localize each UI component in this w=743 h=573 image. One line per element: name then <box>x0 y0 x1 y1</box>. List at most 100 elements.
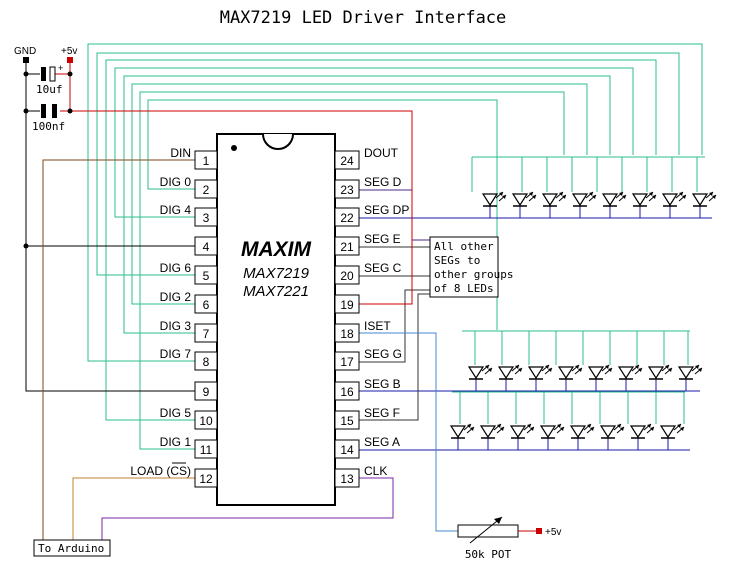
cap-10uf-label: 10uf <box>36 83 63 96</box>
right-pin-19-num: 19 <box>340 298 354 312</box>
left-pin-5-label: DIG 6 <box>160 261 192 275</box>
right-pin-13-num: 13 <box>340 472 354 486</box>
ground-node-top <box>23 71 29 77</box>
led-diode-icon <box>659 423 685 439</box>
led-diode-icon <box>599 423 625 439</box>
left-pin-4-num: 4 <box>203 240 210 254</box>
left-pin-6-num: 6 <box>203 298 210 312</box>
chip-part-2: MAX7221 <box>243 283 309 300</box>
potentiometer <box>457 516 519 544</box>
right-pin-21-num: 21 <box>340 240 354 254</box>
left-pin-2-num: 2 <box>203 183 210 197</box>
left-pin-2-label: DIG 0 <box>160 175 192 189</box>
led-diode-icon <box>629 423 655 439</box>
right-pin-14-num: 14 <box>340 443 354 457</box>
note-line-2: SEGs to <box>434 254 480 267</box>
chip-part-1: MAX7219 <box>243 265 310 282</box>
ground-junction <box>23 243 29 249</box>
left-pin-5-num: 5 <box>203 269 210 283</box>
led-diode-icon <box>617 364 643 380</box>
left-pin-12-num: 12 <box>199 472 213 486</box>
pot-vcc-label: +5v <box>545 527 561 538</box>
led-diode-icon <box>527 364 553 380</box>
left-pin-7-label: DIG 3 <box>160 319 192 333</box>
right-pin-17-label: SEG G <box>364 347 402 361</box>
right-pin-23-num: 23 <box>340 183 354 197</box>
right-pin-16-num: 16 <box>340 385 354 399</box>
chip-pin1-dot <box>231 145 237 151</box>
right-pin-23-label: SEG D <box>364 175 402 189</box>
digit-wires <box>87 43 705 450</box>
arduino-box <box>33 539 111 557</box>
right-pin-13-label: CLK <box>364 464 387 478</box>
gnd-label: GND <box>14 46 36 57</box>
left-pin-11-label: DIG 1 <box>160 435 192 449</box>
chip-body <box>216 133 336 506</box>
ground-wires <box>25 60 195 392</box>
led-diode-icon <box>509 423 535 439</box>
left-pin-11-num: 11 <box>200 443 213 457</box>
cap-100nf-label: 100nf <box>32 120 65 133</box>
right-pin-20-label: SEG C <box>364 261 402 275</box>
right-pins: 24 DOUT 23 SEG D 22 SEG DP 21 SEG E 20 S… <box>334 146 409 488</box>
left-pin-3-num: 3 <box>203 211 210 225</box>
led-diode-icon <box>481 191 507 207</box>
led-diode-icon <box>497 364 523 380</box>
right-pin-21-label: SEG E <box>364 232 401 246</box>
note-line-4: of 8 LEDs <box>434 282 494 295</box>
left-pin-1-label: DIN <box>170 146 191 160</box>
diagram-title: MAX7219 LED Driver Interface <box>220 8 507 28</box>
left-pins: 1 DIN 2 DIG 0 3 DIG 4 4 5 DIG 6 6 DIG 2 … <box>130 146 218 488</box>
pot-vcc-terminal <box>536 528 542 534</box>
left-pin-8-num: 8 <box>203 355 210 369</box>
vcc-label: +5v <box>61 46 77 57</box>
led-diode-icon <box>691 191 717 207</box>
led-row-3 <box>449 423 685 439</box>
left-pin-6-label: DIG 2 <box>160 290 192 304</box>
right-pin-18-label: ISET <box>364 319 391 333</box>
chip-logo: MAXIM <box>241 238 312 261</box>
right-pin-17-num: 17 <box>340 355 354 369</box>
arduino-wires <box>42 159 394 540</box>
led-diode-icon <box>569 423 595 439</box>
left-pin-10-num: 10 <box>199 414 213 428</box>
note-line-1: All other <box>434 240 494 253</box>
led-diode-icon <box>511 191 537 207</box>
led-diode-icon <box>539 423 565 439</box>
led-diode-icon <box>631 191 657 207</box>
right-pin-20-num: 20 <box>340 269 354 283</box>
led-row-1 <box>481 191 717 207</box>
chip: MAXIM MAX7219 MAX7221 <box>216 133 336 506</box>
capacitor-100nf <box>41 104 57 118</box>
right-pin-14-label: SEG A <box>364 435 400 449</box>
led-diode-icon <box>571 191 597 207</box>
led-diode-icon <box>647 364 673 380</box>
vcc-node-top <box>67 71 73 77</box>
left-pin-10-label: DIG 5 <box>160 406 192 420</box>
right-pin-24-num: 24 <box>340 154 354 168</box>
left-pin-12-label: LOAD (CS) <box>130 464 191 478</box>
note-box: All other SEGs to other groups of 8 LEDs <box>429 236 513 298</box>
led-diode-icon <box>557 364 583 380</box>
segment-wires <box>335 206 712 451</box>
left-pin-8-label: DIG 7 <box>160 347 192 361</box>
right-pin-24-label: DOUT <box>364 146 399 160</box>
arduino-label: To Arduino <box>38 542 104 555</box>
iset-wire <box>335 332 458 532</box>
left-pin-9-num: 9 <box>203 385 210 399</box>
led-diode-icon <box>661 191 687 207</box>
pot-label: 50k POT <box>465 548 512 561</box>
right-pin-16-label: SEG B <box>364 377 401 391</box>
right-pin-22-label: SEG DP <box>364 203 409 217</box>
led-diode-icon <box>449 423 475 439</box>
ground-terminal <box>23 57 29 63</box>
led-diode-icon <box>541 191 567 207</box>
right-pin-15-num: 15 <box>340 414 354 428</box>
ground-node-bottom <box>23 108 29 114</box>
led-diode-icon <box>601 191 627 207</box>
led-diode-icon <box>479 423 505 439</box>
led-diode-icon <box>677 364 703 380</box>
note-line-3: other groups <box>434 268 513 281</box>
left-pin-7-num: 7 <box>203 327 210 341</box>
